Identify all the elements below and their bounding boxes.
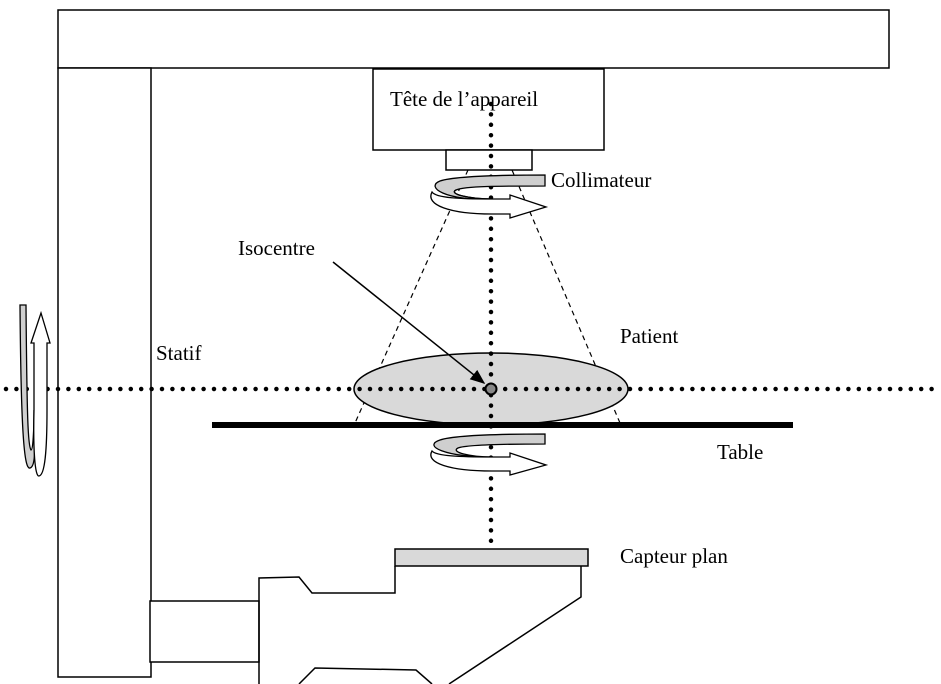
isocenter-pointer bbox=[332, 261, 486, 384]
rotation-arrow-icon bbox=[430, 174, 549, 219]
machine-head bbox=[372, 68, 605, 151]
collimator bbox=[445, 149, 533, 171]
rotation-arrow-icon bbox=[19, 304, 51, 477]
base-housing bbox=[149, 566, 582, 684]
beam-edge-left bbox=[354, 169, 469, 424]
stand-column bbox=[57, 67, 152, 678]
gantry-top-beam bbox=[57, 9, 890, 69]
collimator-label: Collimateur bbox=[551, 168, 652, 192]
patient-label: Patient bbox=[620, 324, 679, 348]
flat-panel-detector bbox=[394, 548, 589, 567]
rotation-arrow-icon bbox=[430, 433, 549, 476]
isocenter-point bbox=[484, 382, 498, 396]
stand-label: Statif bbox=[156, 341, 202, 365]
table-label: Table bbox=[717, 440, 764, 464]
machine-head-label: Tête de l’appareil bbox=[390, 87, 539, 111]
detector-label: Capteur plan bbox=[620, 544, 728, 568]
isocenter-label: Isocentre bbox=[238, 236, 315, 260]
